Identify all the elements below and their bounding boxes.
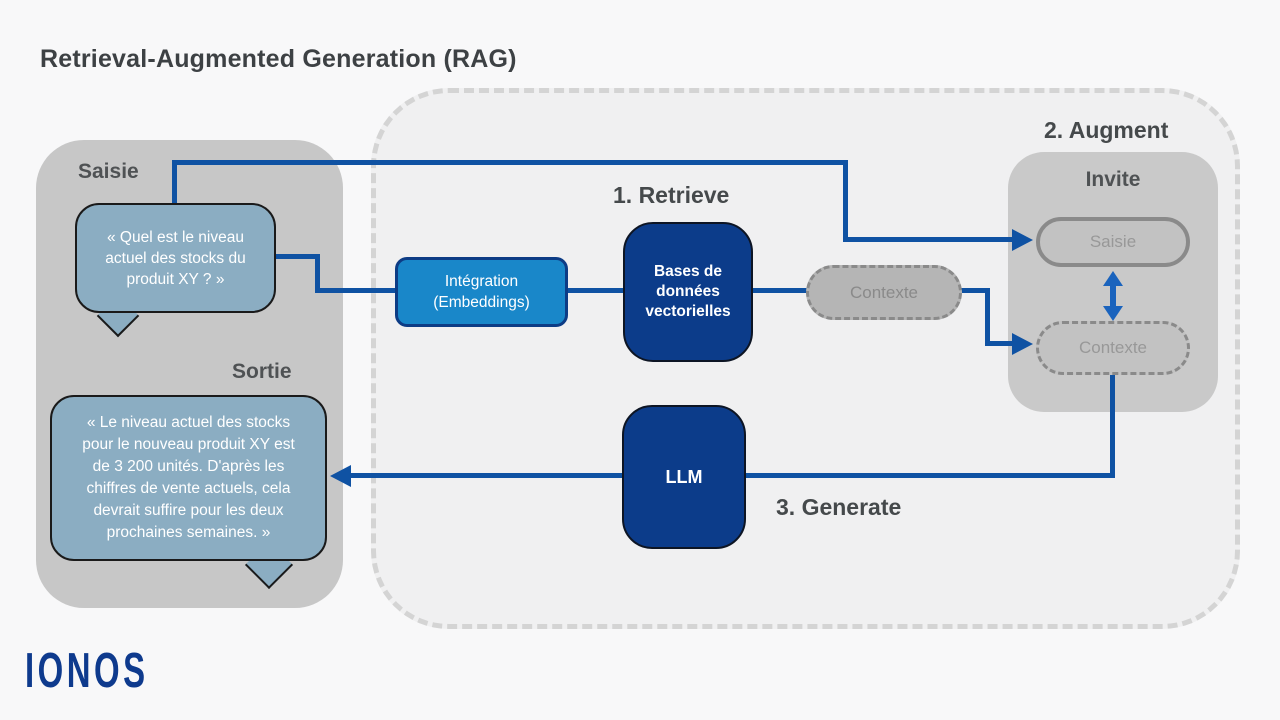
input-label: Saisie [78,160,139,183]
invite-label: Invite [1085,168,1141,191]
flow-line-into-invite-context [985,341,1013,346]
flow-line-augment-down [843,160,848,242]
step-generate-heading: 3. Generate [776,494,902,520]
page-title: Retrieval-Augmented Generation (RAG) [40,45,517,73]
flow-line-bubble-down [315,254,320,292]
invite-input-pill: Saisie [1036,217,1190,267]
arrowhead-output-bubble [330,465,351,487]
output-speech-bubble: « Le niveau actuel des stocks pour le no… [50,395,327,561]
bidirectional-arrow-up-head [1103,271,1123,286]
context-node-label: Contexte [849,282,919,302]
arrowhead-invite-saisie [1012,229,1033,251]
step-augment-heading: 2. Augment [1044,117,1169,143]
embedding-box-label: Intégration (Embeddings) [433,273,530,311]
embedding-box: Intégration (Embeddings) [395,257,568,327]
flow-line-input-to-augment-top [172,160,848,165]
flow-line-into-invite-saisie [843,237,1013,242]
invite-context-pill-label: Contexte [1078,338,1148,357]
vector-db-label: Bases de données vectorielles [645,263,731,320]
flow-line-input-up [172,160,177,206]
flow-line-invite-to-llm-down [1110,375,1115,478]
llm-box-label: LLM [665,467,703,487]
context-node: Contexte [806,265,962,320]
invite-context-pill: Contexte [1036,321,1190,375]
flow-line-bubble-right [276,254,320,259]
vector-db-box: Bases de données vectorielles [623,222,753,362]
input-speech-bubble: « Quel est le niveau actuel des stocks d… [75,203,276,313]
arrowhead-invite-context [1012,333,1033,355]
step-retrieve-heading: 1. Retrieve [613,182,730,208]
input-speech-text: « Quel est le niveau actuel des stocks d… [105,228,246,288]
ionos-logo: IONOS [25,641,149,698]
bidirectional-arrow-shaft [1110,284,1116,308]
output-label: Sortie [232,360,292,383]
flow-line-context-down [985,288,990,345]
llm-box: LLM [622,405,746,549]
output-speech-text: « Le niveau actuel des stocks pour le no… [82,414,295,541]
invite-input-pill-label: Saisie [1089,232,1137,251]
bidirectional-arrow-down-head [1103,306,1123,321]
